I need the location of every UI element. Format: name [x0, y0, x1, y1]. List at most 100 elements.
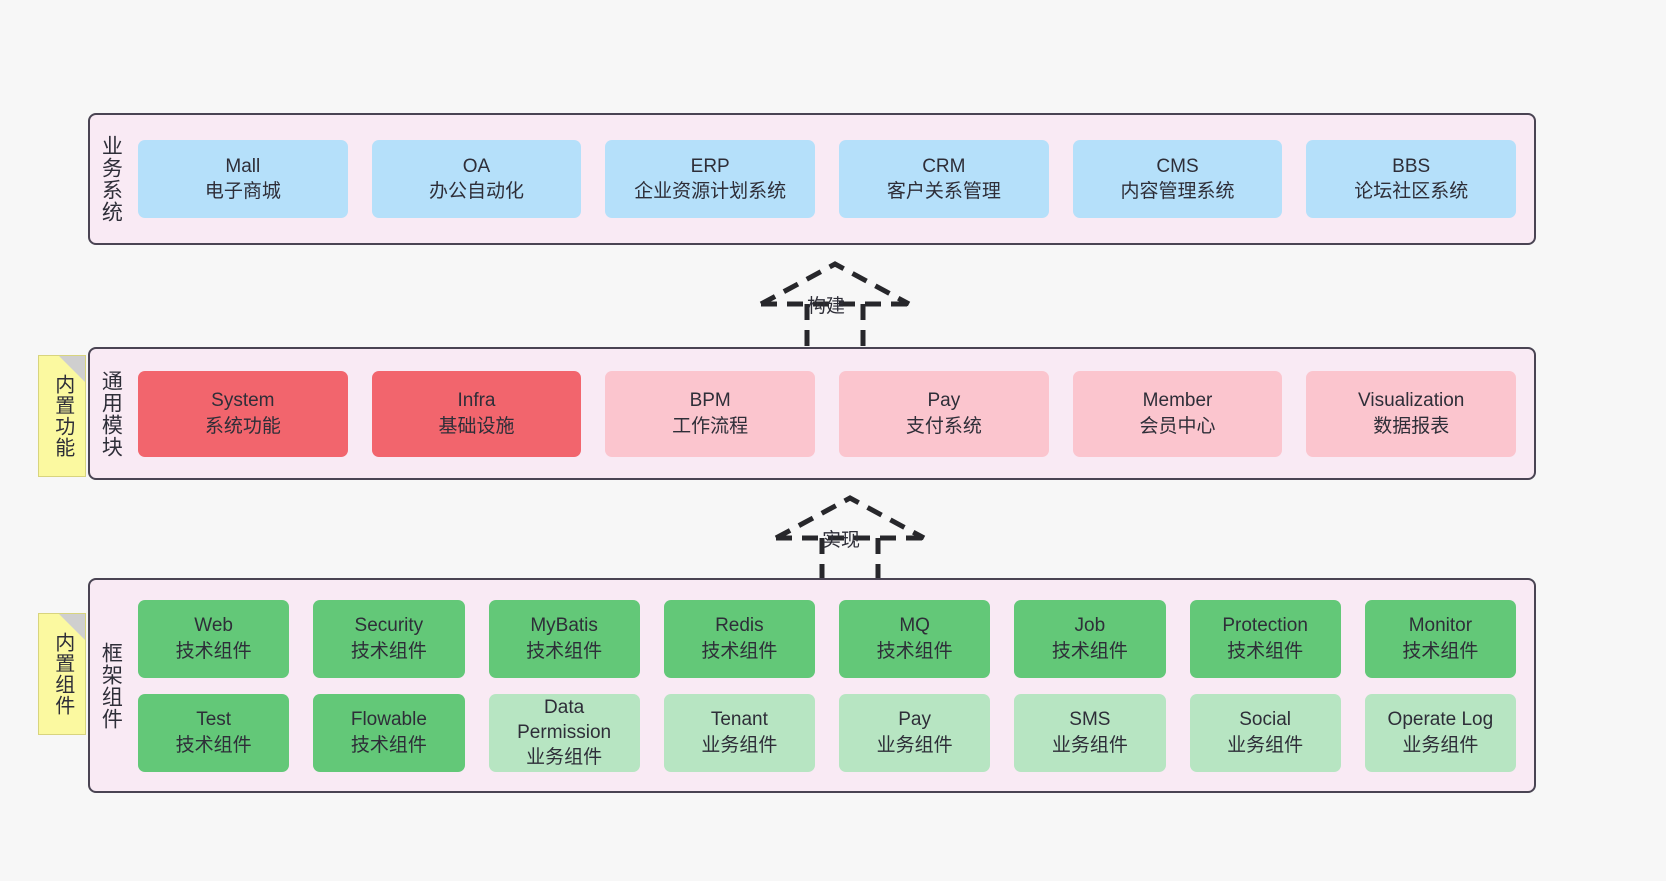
- card-crm[interactable]: CRM 客户关系管理: [839, 140, 1049, 218]
- note-label: 内置组件: [51, 632, 74, 716]
- card-title-cn: 技术组件: [526, 640, 603, 662]
- card-title-en: Security: [354, 615, 424, 637]
- card-tenant[interactable]: Tenant 业务组件: [663, 693, 815, 772]
- card-erp[interactable]: ERP 企业资源计划系统: [605, 140, 816, 218]
- card-title-cn: 技术组件: [1402, 640, 1479, 662]
- card-mybatis[interactable]: MyBatis 技术组件: [488, 599, 640, 678]
- card-infra[interactable]: Infra 基础设施: [371, 370, 582, 457]
- note-fold-icon: [59, 614, 85, 640]
- card-visualization[interactable]: Visualization 数据报表: [1306, 370, 1517, 457]
- layer-business-system: 业务系统 Mall 电子商城 OA 办公自动化 ERP 企业资源计划系统 CRM: [88, 113, 1536, 245]
- card-security[interactable]: Security 技术组件: [313, 599, 465, 678]
- card-social[interactable]: Social 业务组件: [1189, 693, 1341, 772]
- card-title-cn: 业务组件: [1227, 734, 1304, 756]
- card-title-cn: 工作流程: [672, 415, 749, 437]
- note-fold-icon: [59, 356, 85, 382]
- card-title-cn: 基础设施: [438, 415, 515, 437]
- card-title-cn: 支付系统: [905, 415, 982, 437]
- card-bbs[interactable]: BBS 论坛社区系统: [1306, 140, 1517, 218]
- card-title-en: MyBatis: [530, 615, 598, 637]
- card-title-en: BPM: [689, 390, 731, 412]
- card-title-en: MQ: [899, 615, 930, 637]
- connector-build-label: 构建: [807, 296, 846, 317]
- card-pay-business[interactable]: Pay 业务组件: [839, 693, 991, 772]
- card-title-cn: 企业资源计划系统: [634, 181, 787, 202]
- layer-title-business-system: 业务系统: [99, 135, 123, 223]
- card-cms[interactable]: CMS 内容管理系统: [1072, 140, 1283, 218]
- card-title-en: Monitor: [1408, 615, 1473, 637]
- card-title-en: Redis: [715, 615, 764, 637]
- card-title-en: Member: [1142, 390, 1213, 412]
- card-title-en: Data Permission: [517, 696, 612, 743]
- card-title-en: OA: [462, 155, 491, 177]
- card-bpm[interactable]: BPM 工作流程: [605, 370, 816, 457]
- card-title-en: Job: [1074, 615, 1106, 637]
- card-title-en: Infra: [457, 390, 496, 412]
- card-flowable[interactable]: Flowable 技术组件: [313, 693, 465, 772]
- card-title-en: System: [211, 390, 275, 412]
- note-builtin-components: 内置组件: [38, 613, 86, 735]
- card-title-en: Social: [1239, 709, 1291, 731]
- note-label: 内置功能: [51, 374, 74, 458]
- layer-body-framework-component: Web 技术组件 Security 技术组件 MyBatis 技术组件 Redi…: [130, 580, 1534, 791]
- card-title-cn: 内容管理系统: [1120, 181, 1235, 202]
- card-oa[interactable]: OA 办公自动化: [371, 140, 582, 218]
- card-title-en: CRM: [922, 155, 966, 177]
- card-title-cn: 技术组件: [876, 640, 953, 662]
- layer-common-module: 通用模块 System 系统功能 Infra 基础设施 BPM 工作流程 Pay: [88, 347, 1536, 480]
- card-title-en: BBS: [1392, 155, 1431, 177]
- card-title-cn: 论坛社区系统: [1354, 181, 1469, 202]
- card-pay[interactable]: Pay 支付系统: [839, 370, 1049, 457]
- card-title-cn: 技术组件: [1227, 640, 1304, 662]
- card-web[interactable]: Web 技术组件: [138, 599, 290, 678]
- framework-tech-row: Web 技术组件 Security 技术组件 MyBatis 技术组件 Redi…: [138, 599, 1516, 678]
- card-system[interactable]: System 系统功能: [138, 370, 348, 457]
- card-title-en: Tenant: [710, 709, 768, 731]
- card-protection[interactable]: Protection 技术组件: [1189, 599, 1341, 678]
- layer-body-business-system: Mall 电子商城 OA 办公自动化 ERP 企业资源计划系统 CRM 客户关系…: [130, 115, 1534, 243]
- connector-implement-shape: [774, 495, 926, 587]
- card-title-en: Pay: [927, 390, 961, 412]
- card-title-en: Operate Log: [1387, 709, 1494, 731]
- connector-build-shape: [759, 261, 911, 353]
- card-title-en: SMS: [1069, 709, 1111, 731]
- card-title-en: Flowable: [350, 709, 427, 731]
- card-title-en: Mall: [225, 155, 261, 177]
- card-operate-log[interactable]: Operate Log 业务组件: [1364, 693, 1516, 772]
- card-title-en: Visualization: [1358, 390, 1465, 412]
- card-title-cn: 业务组件: [701, 734, 778, 756]
- module-card-row: System 系统功能 Infra 基础设施 BPM 工作流程 Pay 支付系统…: [138, 370, 1517, 457]
- card-title-en: Web: [194, 615, 233, 637]
- card-mall[interactable]: Mall 电子商城: [138, 140, 348, 218]
- layer-title-common-module: 通用模块: [99, 369, 123, 458]
- card-title-cn: 技术组件: [175, 734, 252, 756]
- connector-build: 构建: [755, 258, 915, 353]
- card-title-cn: 业务组件: [1402, 734, 1479, 756]
- card-title-cn: 业务组件: [526, 747, 603, 769]
- layer-body-common-module: System 系统功能 Infra 基础设施 BPM 工作流程 Pay 支付系统…: [130, 349, 1534, 478]
- card-data-permission[interactable]: Data Permission 业务组件: [488, 693, 640, 772]
- card-monitor[interactable]: Monitor 技术组件: [1364, 599, 1516, 678]
- business-card-row: Mall 电子商城 OA 办公自动化 ERP 企业资源计划系统 CRM 客户关系…: [138, 140, 1517, 218]
- card-title-cn: 客户关系管理: [886, 181, 1001, 202]
- card-title-cn: 技术组件: [701, 640, 778, 662]
- card-sms[interactable]: SMS 业务组件: [1014, 693, 1166, 772]
- card-title-en: Test: [196, 709, 232, 731]
- card-title-cn: 技术组件: [175, 640, 252, 662]
- card-title-cn: 业务组件: [1051, 734, 1128, 756]
- card-mq[interactable]: MQ 技术组件: [839, 599, 991, 678]
- connector-implement-label: 实现: [822, 530, 861, 551]
- card-title-en: ERP: [690, 155, 730, 177]
- card-title-cn: 电子商城: [204, 181, 281, 202]
- note-builtin-features: 内置功能: [38, 355, 86, 477]
- card-job[interactable]: Job 技术组件: [1014, 599, 1166, 678]
- card-title-cn: 会员中心: [1139, 415, 1216, 437]
- card-test[interactable]: Test 技术组件: [138, 693, 290, 772]
- card-redis[interactable]: Redis 技术组件: [663, 599, 815, 678]
- card-title-cn: 技术组件: [350, 640, 427, 662]
- card-title-en: CMS: [1156, 155, 1199, 177]
- card-title-en: Protection: [1222, 615, 1308, 637]
- card-member[interactable]: Member 会员中心: [1072, 370, 1283, 457]
- layer-framework-component: 框架组件 Web 技术组件 Security 技术组件 MyBatis 技术组件…: [88, 578, 1536, 793]
